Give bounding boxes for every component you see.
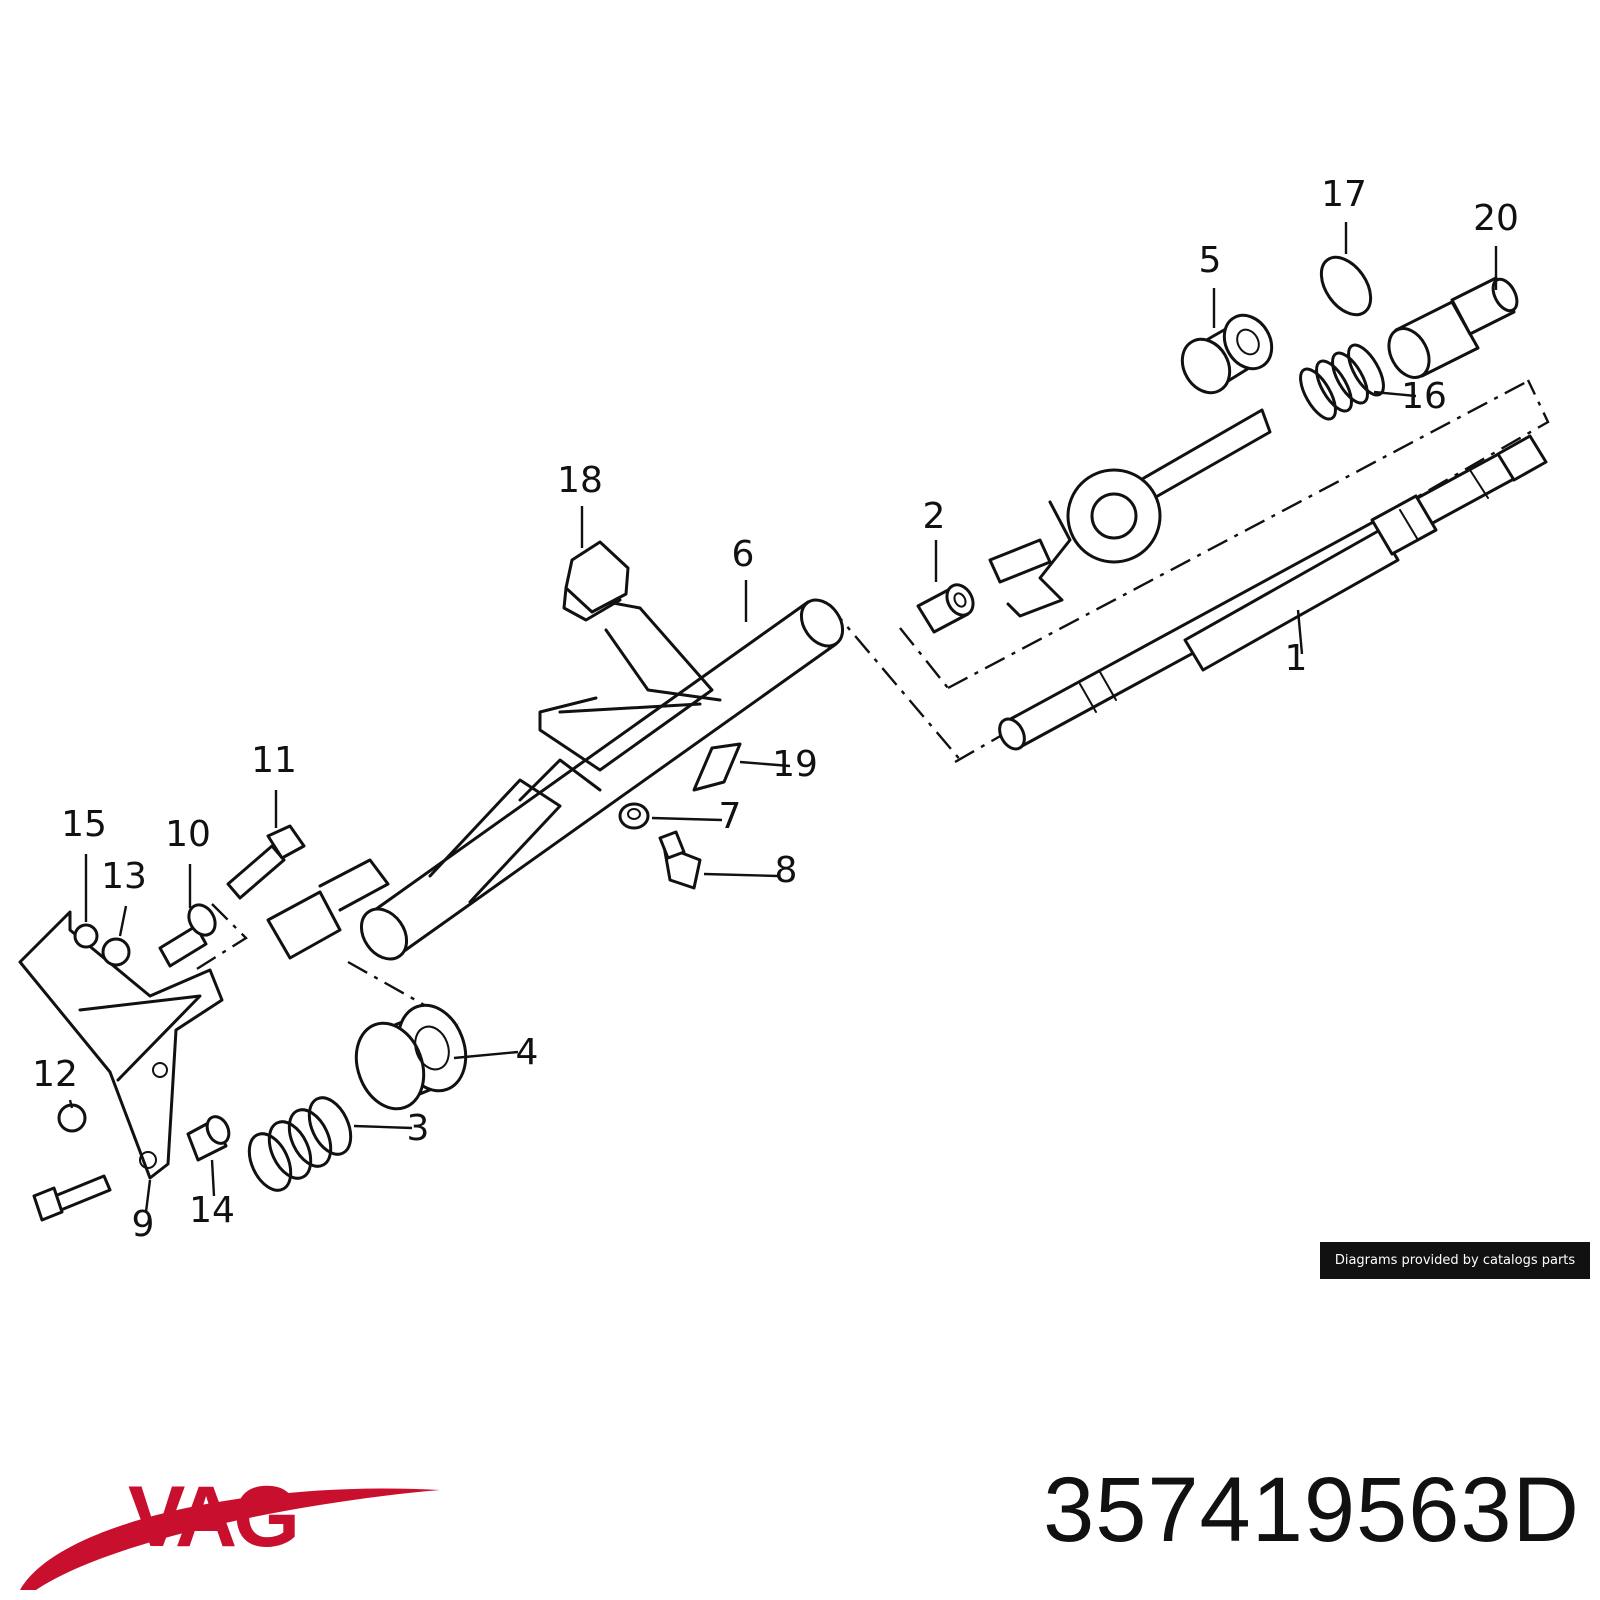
- logo-swoosh: [20, 1488, 440, 1590]
- part-19-tab: [692, 742, 742, 792]
- part-20-adapter: [1387, 276, 1519, 379]
- part-11-bolt: [226, 824, 306, 900]
- part-13-nut: [101, 937, 131, 967]
- callout-13: 13: [101, 856, 147, 897]
- lower-bolt: [32, 1174, 112, 1222]
- part-18-clip: [562, 540, 630, 622]
- callout-10: 10: [165, 814, 211, 855]
- callout-11: 11: [251, 740, 297, 781]
- callout-18: 18: [557, 460, 603, 501]
- callout-4: 4: [516, 1032, 539, 1073]
- callout-5: 5: [1199, 240, 1222, 281]
- vag-logo: VAG: [20, 1469, 440, 1590]
- part-14-bushing: [186, 1115, 231, 1162]
- part-1-steering-shaft: [998, 434, 1548, 751]
- callout-9: 9: [132, 1204, 155, 1245]
- part-12-nut: [57, 1103, 87, 1133]
- part-16-spring: [1299, 343, 1385, 421]
- part-number: 357419563D: [1043, 1459, 1580, 1561]
- part-6-column-tube: [359, 598, 845, 961]
- callout-3: 3: [407, 1108, 430, 1149]
- callout-2: 2: [923, 496, 946, 537]
- part-2-bushing: [916, 583, 975, 634]
- part-17-ring: [1319, 255, 1373, 317]
- callout-12: 12: [32, 1054, 78, 1095]
- callout-17: 17: [1321, 174, 1367, 215]
- logo-text: VAG: [128, 1469, 296, 1565]
- part-7-washer: [618, 802, 650, 830]
- callout-19: 19: [772, 744, 818, 785]
- part-15-washer: [73, 923, 99, 949]
- callout-20: 20: [1473, 198, 1519, 239]
- diagram-credit-banner: Diagrams provided by catalogs parts: [1320, 1242, 1590, 1279]
- universal-joint: [266, 858, 390, 960]
- leader-lines: [68, 222, 1498, 1213]
- callout-6: 6: [732, 534, 755, 575]
- callout-7: 7: [719, 796, 742, 837]
- column-bracket: [538, 596, 722, 772]
- callout-1: 1: [1285, 638, 1308, 679]
- callout-14: 14: [189, 1190, 235, 1231]
- part-3-bellows: [247, 1096, 353, 1192]
- part-9-lower-bracket: [18, 910, 224, 1180]
- part-5-sleeve: [1180, 313, 1274, 395]
- callout-15: 15: [61, 804, 107, 845]
- switch-lever-assembly: [988, 408, 1272, 618]
- part-8-bolt: [658, 830, 702, 890]
- part-10-bolt: [158, 903, 217, 968]
- callout-8: 8: [775, 850, 798, 891]
- part-4-rubber-bushing: [354, 1003, 468, 1111]
- callout-16: 16: [1401, 376, 1447, 417]
